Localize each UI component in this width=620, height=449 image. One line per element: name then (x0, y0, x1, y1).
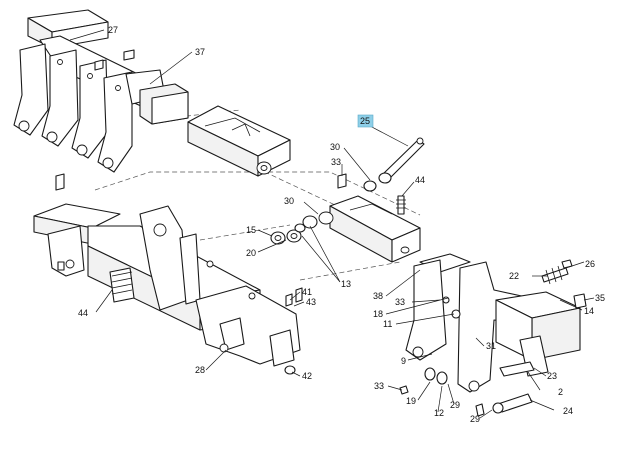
callout-43: 43 (306, 297, 316, 307)
callout-25: 25 (360, 116, 370, 126)
callout-labels: 27 37 25 30 33 44 30 15 20 13 38 26 22 3… (78, 25, 605, 424)
callout-31: 31 (486, 341, 496, 351)
callout-14: 14 (584, 306, 594, 316)
callout-37: 37 (195, 47, 205, 57)
callout-20: 20 (246, 248, 256, 258)
callout-18: 18 (373, 309, 383, 319)
callout-30: 30 (284, 196, 294, 206)
callout-12: 12 (434, 408, 444, 418)
callout-33: 33 (395, 297, 405, 307)
upper-beam-part (187, 105, 291, 177)
callout-15: 15 (246, 225, 256, 235)
pin-group (337, 137, 425, 215)
top-frame-assembly (13, 9, 189, 173)
callout-13: 13 (341, 279, 351, 289)
callout-29: 29 (470, 414, 480, 424)
right-hitch-assembly (399, 253, 587, 417)
callout-11: 11 (383, 319, 392, 329)
callout-33: 33 (374, 381, 384, 391)
callout-44: 44 (415, 175, 425, 185)
callout-26: 26 (585, 259, 595, 269)
callout-30: 30 (330, 142, 340, 152)
callout-44: 44 (78, 308, 88, 318)
main-frame-assembly (33, 173, 303, 375)
callout-35: 35 (595, 293, 605, 303)
callout-24: 24 (563, 406, 573, 416)
callout-23: 23 (547, 371, 557, 381)
callout-27: 27 (108, 25, 118, 35)
highlight-box-25 (357, 114, 374, 128)
callout-2: 2 (558, 387, 563, 397)
callout-33: 33 (331, 157, 341, 167)
callout-19: 19 (406, 396, 416, 406)
callout-29: 29 (450, 400, 460, 410)
callout-22: 22 (509, 271, 519, 281)
leader-lines (69, 29, 595, 419)
callout-38: 38 (373, 291, 383, 301)
callout-28: 28 (195, 365, 205, 375)
washer-group (270, 215, 318, 245)
callout-42: 42 (302, 371, 312, 381)
callout-9: 9 (401, 356, 406, 366)
middle-bracket-part (318, 195, 421, 263)
callout-41: 41 (302, 287, 312, 297)
